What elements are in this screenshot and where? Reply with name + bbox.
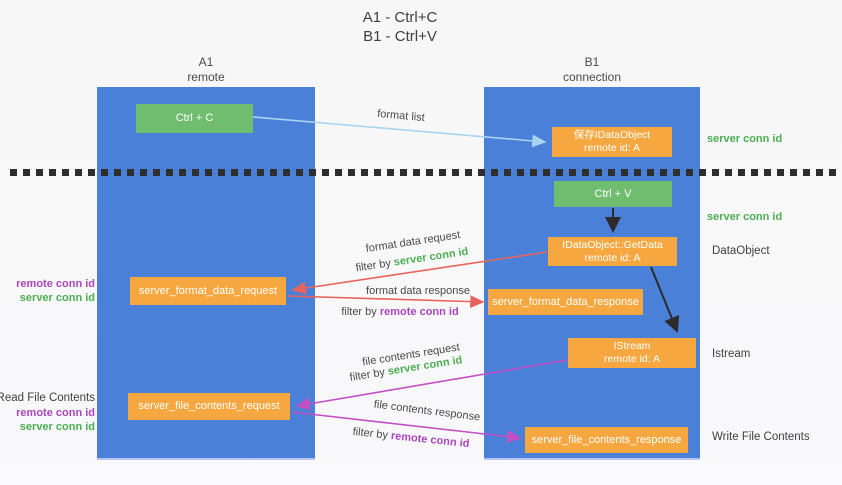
remote-conn-id-text: remote conn id (16, 407, 95, 419)
node-server-file-contents-response: server_file_contents_response (525, 427, 688, 453)
node-ctrl-v: Ctrl + V (554, 181, 672, 207)
node-getdata-line2: remote id: A (584, 251, 641, 264)
node-istream-line1: IStream (613, 340, 651, 352)
copy-paste-divider-line (10, 169, 842, 176)
diagram-title: A1 - Ctrl+C B1 - Ctrl+V (300, 8, 500, 46)
node-format-request-label: server_format_data_request (138, 284, 278, 297)
filter-by-text: filter by (341, 306, 377, 318)
node-idataobject-getdata: IDataObject::GetData remote id: A (548, 237, 677, 266)
lifeline-b1-name: B1 (584, 55, 600, 69)
label-server-conn-id-right-mid: server conn id (707, 211, 783, 223)
title-line-ctrl-v: B1 - Ctrl+V (363, 28, 437, 45)
node-server-format-data-response: server_format_data_response (488, 289, 643, 315)
node-getdata-line1: IDataObject::GetData (562, 238, 663, 251)
arrow-file-contents-response (291, 411, 522, 443)
server-conn-id-text: server conn id (19, 421, 95, 433)
arrow-format-data-response (287, 295, 485, 309)
node-file-request-label: server_file_contents_request (138, 400, 280, 412)
arrow-format-list (252, 116, 547, 148)
remote-conn-id-text: remote conn id (16, 278, 95, 290)
label-group-conn-ids-2: remote conn id server conn id (16, 406, 95, 434)
label-server-conn-id-right-top: server conn id (707, 133, 783, 145)
arrow-getdata-to-istream (650, 266, 680, 333)
label-dataobject: DataObject (712, 245, 770, 257)
label-write-file-contents: Write File Contents (712, 431, 810, 443)
node-istream-line2: remote id: A (603, 353, 661, 365)
server-conn-id-text: server conn id (19, 292, 95, 304)
remote-conn-id-text: remote conn id (379, 306, 459, 318)
title-line-ctrl-c: A1 - Ctrl+C (362, 9, 438, 26)
lifeline-a1-name: A1 (198, 55, 214, 69)
lifeline-header-a1: A1 remote (136, 55, 276, 85)
node-format-response-label: server_format_data_response (492, 295, 639, 308)
label-format-data-response: format data response (366, 285, 470, 297)
lifeline-b1-role: connection (562, 70, 622, 84)
label-istream: Istream (712, 348, 751, 360)
node-save-idataobject-line2: remote id: A (583, 142, 641, 154)
label-read-file-contents: Read File Contents (0, 392, 95, 404)
node-file-response-label: server_file_contents_response (531, 433, 682, 446)
node-ctrl-c: Ctrl + C (136, 104, 253, 133)
node-ctrl-v-label: Ctrl + V (594, 187, 632, 200)
lifeline-a1-role: remote (187, 70, 225, 84)
arrow-format-data-request (291, 251, 548, 295)
node-server-format-data-request: server_format_data_request (130, 277, 286, 305)
node-server-file-contents-request: server_file_contents_request (128, 393, 290, 420)
node-istream: IStream remote id: A (568, 338, 696, 368)
node-ctrl-c-label: Ctrl + C (175, 112, 214, 124)
node-save-idataobject: 保存IDataObject remote id: A (552, 127, 672, 157)
arrow-file-contents-request (295, 359, 568, 411)
node-save-idataobject-line1: 保存IDataObject (573, 129, 651, 141)
label-filter-by-remote-conn-id-1: filter by remote conn id (341, 306, 458, 318)
label-group-conn-ids-1: remote conn id server conn id (16, 277, 95, 305)
lifeline-header-b1: B1 connection (522, 55, 662, 85)
